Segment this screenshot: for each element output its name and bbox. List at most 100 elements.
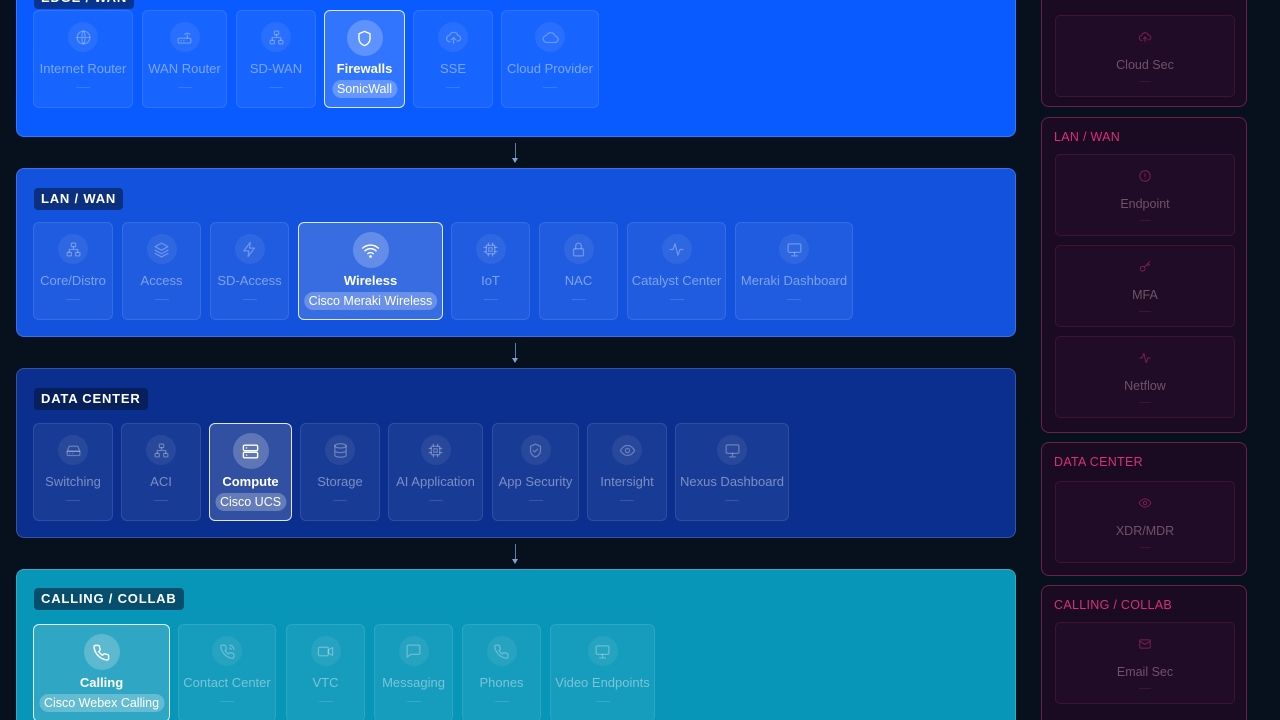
card-wan-router[interactable]: WAN Router bbox=[142, 10, 227, 108]
monitor-icon bbox=[587, 636, 618, 666]
empty-vendor-placeholder bbox=[528, 500, 543, 501]
mail-icon bbox=[1138, 637, 1152, 651]
card-phones[interactable]: Phones bbox=[462, 624, 541, 720]
security-card-email-sec[interactable]: Email Sec bbox=[1055, 622, 1235, 704]
connector-arrow bbox=[512, 343, 518, 363]
security-panel-edge: Cloud Sec bbox=[1041, 0, 1247, 107]
card-label: Internet Router bbox=[39, 61, 127, 76]
security-panel-title: LAN / WAN bbox=[1054, 130, 1121, 144]
card-label: Firewalls bbox=[336, 61, 393, 76]
message-icon bbox=[398, 636, 429, 666]
card-core-distro[interactable]: Core/Distro bbox=[33, 222, 113, 320]
card-sd-access[interactable]: SD-Access bbox=[210, 222, 289, 320]
security-card-label: Email Sec bbox=[1116, 665, 1174, 679]
card-access[interactable]: Access bbox=[122, 222, 201, 320]
card-label: App Security bbox=[498, 474, 573, 489]
card-switching[interactable]: Switching bbox=[33, 423, 113, 521]
vendor-chip[interactable]: Cisco Webex Calling bbox=[38, 694, 165, 712]
empty-vendor-placeholder bbox=[177, 87, 192, 88]
empty-vendor-placeholder bbox=[154, 299, 169, 300]
network-icon bbox=[58, 234, 88, 264]
band-title: CALLING / COLLAB bbox=[34, 588, 184, 610]
empty-vendor-placeholder bbox=[318, 701, 333, 702]
security-panel-title: CALLING / COLLAB bbox=[1054, 598, 1173, 612]
security-card-endpoint[interactable]: Endpoint bbox=[1055, 154, 1235, 236]
empty-vendor-placeholder bbox=[543, 87, 557, 88]
card-contact-center[interactable]: Contact Center bbox=[178, 624, 276, 720]
empty-vendor-placeholder bbox=[1139, 220, 1151, 221]
card-nac[interactable]: NAC bbox=[539, 222, 618, 320]
card-internet-router[interactable]: Internet Router bbox=[33, 10, 133, 108]
wifi-icon bbox=[352, 232, 389, 268]
connector-arrow bbox=[512, 143, 518, 163]
card-label: Calling bbox=[79, 675, 124, 690]
layers-icon bbox=[146, 234, 177, 264]
card-ai-application[interactable]: AI Application bbox=[388, 423, 483, 521]
empty-vendor-placeholder bbox=[269, 87, 283, 88]
security-card-cloud-sec[interactable]: Cloud Sec bbox=[1055, 15, 1235, 97]
phone-call-icon bbox=[212, 636, 242, 666]
card-vtc[interactable]: VTC bbox=[286, 624, 365, 720]
empty-vendor-placeholder bbox=[220, 701, 234, 702]
card-nexus-dashboard[interactable]: Nexus Dashboard bbox=[675, 423, 789, 521]
card-storage[interactable]: Storage bbox=[300, 423, 380, 521]
vendor-chip[interactable]: Cisco UCS bbox=[214, 493, 287, 511]
card-sd-wan[interactable]: SD-WAN bbox=[236, 10, 316, 108]
card-label: Meraki Dashboard bbox=[740, 273, 848, 288]
band-title: EDGE / WAN bbox=[34, 0, 135, 9]
empty-vendor-placeholder bbox=[1139, 311, 1151, 312]
key-icon bbox=[1138, 260, 1152, 274]
security-card-xdr-mdr[interactable]: XDR/MDR bbox=[1055, 481, 1235, 563]
empty-vendor-placeholder bbox=[787, 299, 801, 300]
security-panel-title: DATA CENTER bbox=[1054, 455, 1143, 469]
security-card-mfa[interactable]: MFA bbox=[1055, 245, 1235, 327]
card-meraki-dashboard[interactable]: Meraki Dashboard bbox=[735, 222, 853, 320]
card-intersight[interactable]: Intersight bbox=[587, 423, 667, 521]
card-label: Phones bbox=[479, 675, 524, 690]
card-label: Catalyst Center bbox=[631, 273, 722, 288]
security-card-label: XDR/MDR bbox=[1115, 524, 1175, 538]
security-card-label: Cloud Sec bbox=[1116, 58, 1174, 72]
card-app-security[interactable]: App Security bbox=[492, 423, 579, 521]
alert-circle-icon bbox=[1138, 169, 1152, 183]
router-icon bbox=[169, 22, 200, 52]
empty-vendor-placeholder bbox=[66, 500, 80, 501]
card-label: SD-WAN bbox=[249, 61, 303, 76]
card-label: SSE bbox=[439, 61, 466, 76]
card-iot[interactable]: IoT bbox=[451, 222, 530, 320]
chip-icon bbox=[420, 435, 451, 465]
security-panel-calling-collab: CALLING / COLLAB Email Sec bbox=[1041, 585, 1247, 720]
network-icon bbox=[146, 435, 176, 465]
connector-arrow bbox=[512, 544, 518, 564]
empty-vendor-placeholder bbox=[154, 500, 168, 501]
card-label: Wireless bbox=[343, 273, 398, 288]
card-aci[interactable]: ACI bbox=[121, 423, 201, 521]
empty-vendor-placeholder bbox=[669, 299, 684, 300]
empty-vendor-placeholder bbox=[242, 299, 257, 300]
empty-vendor-placeholder bbox=[428, 500, 443, 501]
card-cloud-provider[interactable]: Cloud Provider bbox=[501, 10, 599, 108]
card-catalyst-center[interactable]: Catalyst Center bbox=[627, 222, 726, 320]
card-sse[interactable]: SSE bbox=[413, 10, 493, 108]
card-label: Access bbox=[140, 273, 183, 288]
globe-icon bbox=[68, 22, 98, 52]
empty-vendor-placeholder bbox=[66, 299, 80, 300]
empty-vendor-placeholder bbox=[494, 701, 509, 702]
card-video-endpoints[interactable]: Video Endpoints bbox=[550, 624, 655, 720]
chip-icon bbox=[475, 234, 506, 264]
security-card-netflow[interactable]: Netflow bbox=[1055, 336, 1235, 418]
card-label: NAC bbox=[564, 273, 593, 288]
card-label: Compute bbox=[222, 474, 279, 489]
activity-icon bbox=[1138, 351, 1152, 365]
empty-vendor-placeholder bbox=[595, 701, 610, 702]
monitor-icon bbox=[717, 435, 747, 465]
vendor-chip[interactable]: Cisco Meraki Wireless bbox=[303, 292, 438, 310]
security-panel-data-center: DATA CENTER XDR/MDR bbox=[1041, 442, 1247, 576]
card-messaging[interactable]: Messaging bbox=[374, 624, 453, 720]
vendor-chip[interactable]: SonicWall bbox=[331, 80, 398, 98]
